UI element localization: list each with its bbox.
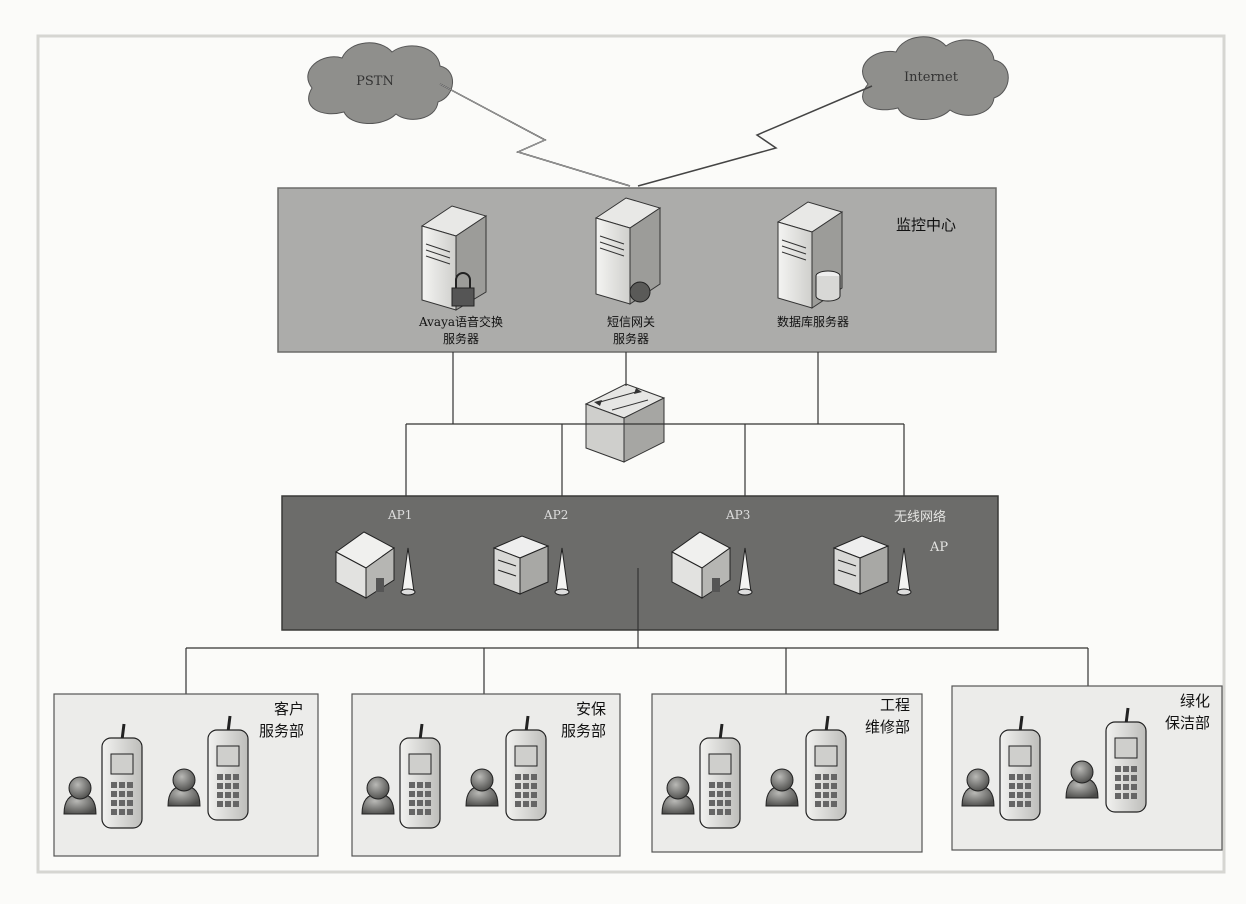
- cloud-pstn-label: PSTN: [356, 74, 394, 89]
- cloud-internet-label: Internet: [904, 70, 958, 85]
- server-database-label: 数据库服务器: [738, 314, 888, 331]
- dept-label-1: 客户 服务部: [214, 698, 304, 742]
- ap-label-1: AP1: [388, 508, 413, 522]
- server-sms-label-line1: 短信网关: [606, 315, 655, 329]
- dept-2-line1: 安保: [575, 700, 606, 718]
- server-database-label-line1: 数据库服务器: [776, 315, 849, 329]
- server-avaya-label-line2: 服务器: [442, 332, 479, 346]
- person-icon-3b: [765, 768, 799, 807]
- person-icon-2b: [465, 768, 499, 807]
- antenna-1: [400, 547, 416, 596]
- dept-1-line2: 服务部: [258, 722, 304, 740]
- cloud-internet: [862, 36, 1009, 121]
- dept-4-line1: 绿化: [1179, 692, 1210, 710]
- phone-icon-2b: [505, 715, 547, 821]
- person-icon-1a: [63, 776, 97, 815]
- wireless-zone-label-line2: AP: [930, 540, 949, 555]
- core-switch: [584, 383, 666, 463]
- phone-icon-3b: [805, 715, 847, 821]
- ap-house-1: [335, 531, 395, 599]
- person-icon-3a: [661, 776, 695, 815]
- server-avaya-label: Avaya语音交换 服务器: [386, 314, 536, 348]
- phone-icon-3a: [699, 723, 741, 829]
- server-database: [776, 201, 844, 309]
- ap-label-3: AP3: [726, 508, 751, 522]
- dept-label-4: 绿化 保洁部: [1120, 690, 1210, 734]
- ap-rack-4: [832, 535, 890, 595]
- phone-icon-4a: [999, 715, 1041, 821]
- outer-frame: [36, 34, 1226, 874]
- server-sms-label-line2: 服务器: [612, 332, 649, 346]
- antenna-4: [896, 547, 912, 596]
- phone-icon-1a: [101, 723, 143, 829]
- dept-3-line1: 工程: [879, 696, 910, 714]
- department-devices: [63, 707, 1147, 829]
- dept-1-line1: 客户: [273, 700, 304, 718]
- dept-label-3: 工程 维修部: [820, 694, 910, 738]
- wireless-zone-label-line1: 无线网络: [894, 510, 947, 525]
- ap-rack-2: [492, 535, 550, 595]
- server-sms-label: 短信网关 服务器: [556, 314, 706, 348]
- person-icon-2a: [361, 776, 395, 815]
- dept-label-2: 安保 服务部: [516, 698, 606, 742]
- dept-2-line2: 服务部: [560, 722, 606, 740]
- phone-icon-4b: [1105, 707, 1147, 813]
- phone-icon-1b: [207, 715, 249, 821]
- ap-house-3: [671, 531, 731, 599]
- antenna-2: [554, 547, 570, 596]
- person-icon-1b: [167, 768, 201, 807]
- cloud-pstn: [307, 42, 453, 125]
- monitoring-center-label: 监控中心: [896, 216, 957, 234]
- ap-label-2: AP2: [544, 508, 569, 522]
- server-avaya: [420, 205, 488, 311]
- phone-icon-2a: [399, 723, 441, 829]
- dept-4-line2: 保洁部: [1164, 714, 1210, 732]
- person-icon-4a: [961, 768, 995, 807]
- person-icon-4b: [1065, 760, 1099, 799]
- dept-3-line2: 维修部: [864, 718, 910, 736]
- server-sms-gateway: [594, 197, 662, 305]
- antenna-3: [737, 547, 753, 596]
- server-avaya-label-line1: Avaya语音交换: [418, 315, 504, 329]
- wan-link-right: [637, 85, 873, 187]
